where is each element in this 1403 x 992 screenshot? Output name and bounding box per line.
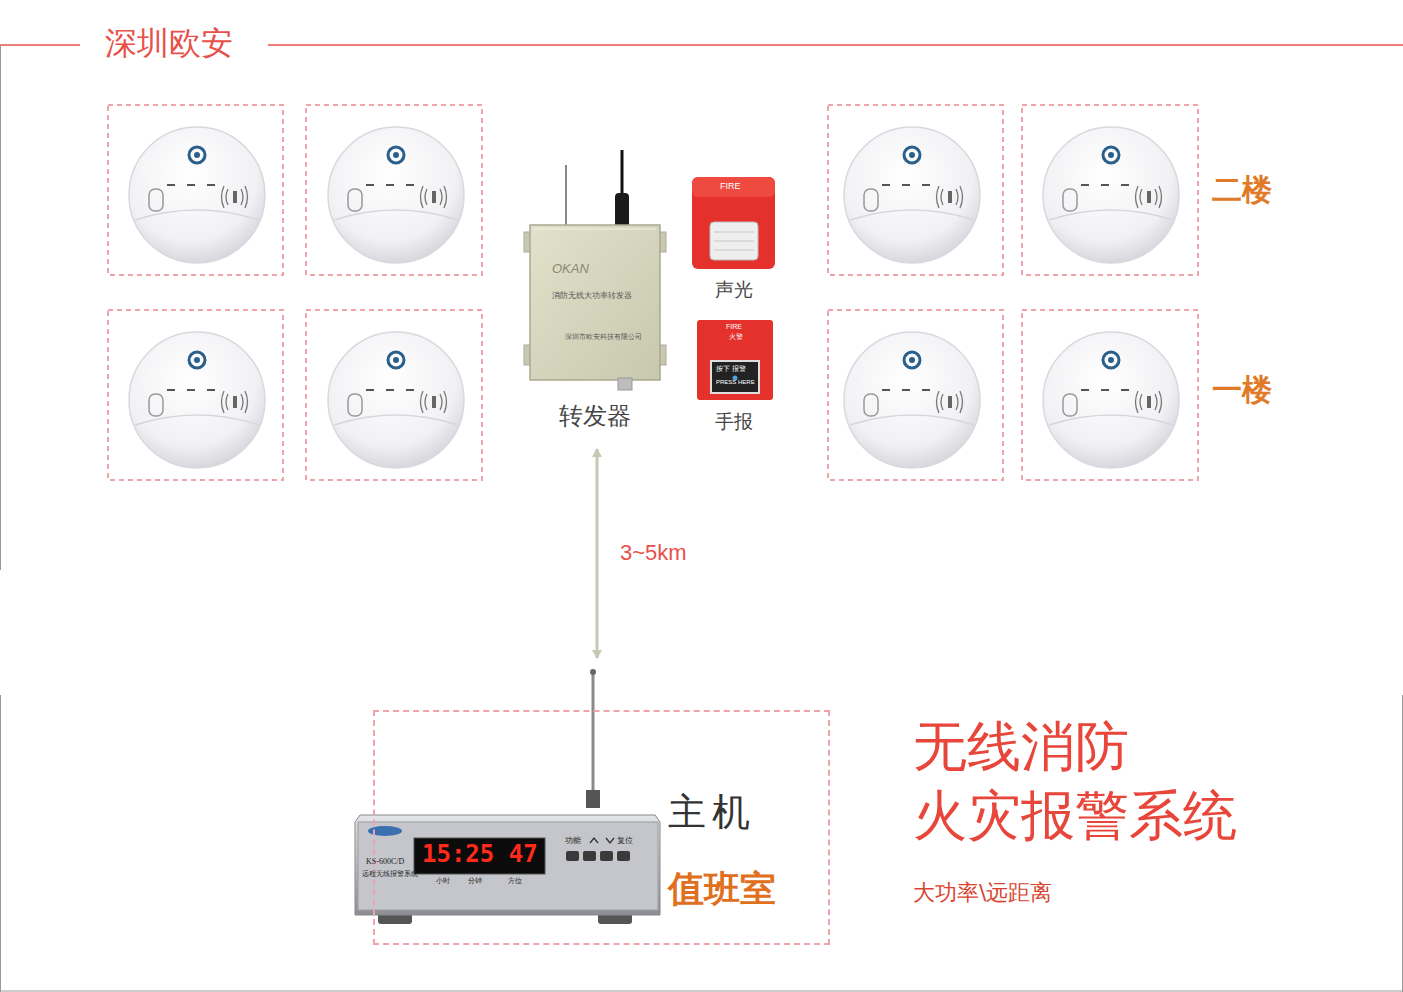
device-text: 分钟	[468, 877, 482, 885]
node-label: 手报	[688, 410, 780, 433]
node-label: 转发器	[520, 402, 670, 431]
device-text: 火警	[729, 333, 743, 341]
dashed-outline	[373, 710, 830, 945]
strobe-device	[692, 177, 775, 269]
device-text: 15:25 47	[422, 840, 538, 869]
device-text: PRESS HERE	[716, 379, 755, 386]
double-arrow-connector	[596, 449, 599, 658]
device-text: FIRE	[720, 181, 741, 192]
node-sublabel: 值班室	[668, 867, 776, 910]
device-text: 小时	[436, 877, 450, 885]
floor-label: 二楼	[1212, 172, 1272, 208]
device-text: 深圳市欧安科技有限公司	[565, 333, 642, 341]
device-text: 按下 报警	[716, 365, 746, 373]
device-text: 远程无线报警系统	[362, 870, 418, 878]
device-text: 功能	[565, 836, 581, 846]
device-text: OKAN	[552, 261, 589, 277]
distance-label: 3~5km	[617, 540, 690, 566]
device-text: KS-600C/D	[366, 857, 404, 867]
host-node: 主机值班室	[373, 662, 830, 945]
node-label: 声光	[688, 278, 780, 301]
device-text: 消防无线大功率转发器	[552, 291, 632, 301]
repeater-device	[524, 150, 666, 390]
floor-label: 一楼	[1212, 372, 1272, 408]
device-text: 复位	[617, 836, 633, 846]
brand-watermark: 深圳欧安	[97, 24, 241, 62]
host-device	[355, 669, 660, 924]
diagram-title: 无线消防 火灾报警系统	[913, 712, 1333, 850]
call-point-device	[697, 320, 773, 400]
strobe-node: 声光	[688, 172, 784, 305]
diagram-caption: 大功率\远距离	[913, 880, 1052, 906]
device-text: FIRE	[726, 323, 742, 331]
device-text: 方位	[508, 877, 522, 885]
node-label: 主机	[668, 790, 756, 836]
